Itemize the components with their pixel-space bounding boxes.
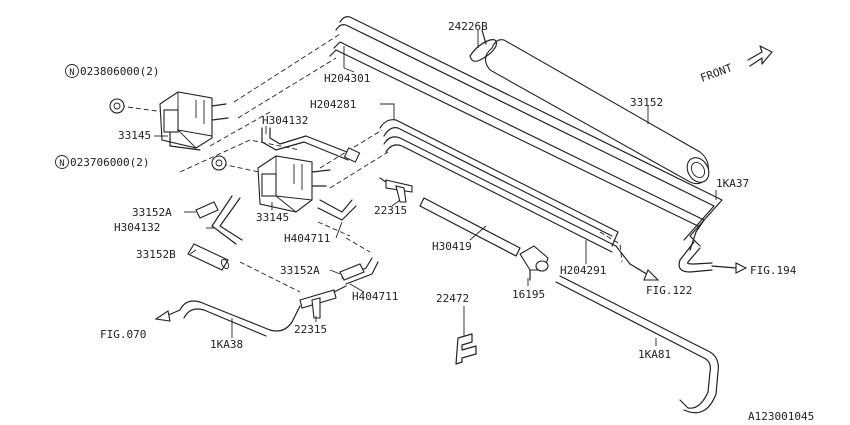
- hose-h304132-left[interactable]: [211, 195, 237, 245]
- hose-1ka81[interactable]: [555, 281, 711, 409]
- hose-h204281[interactable]: [379, 119, 619, 247]
- label-24226b: 24226B: [448, 20, 488, 33]
- bracket-22472[interactable]: [455, 333, 477, 365]
- label-h304132-top: H304132: [262, 114, 308, 127]
- hose-1ka38-inner: [183, 308, 267, 337]
- leader-dash-7: [239, 261, 301, 293]
- leader-h204281: [380, 103, 395, 120]
- leader-22315-upper: [391, 199, 401, 207]
- leader-h204301: [343, 46, 355, 73]
- label-22315-upper: 22315: [374, 204, 407, 217]
- hose-h30419[interactable]: [419, 197, 521, 257]
- label-22315-lower: 22315: [294, 323, 327, 336]
- hose-1ka81-inner: [559, 275, 719, 414]
- solenoid-valve-33145-upper[interactable]: [159, 91, 229, 151]
- front-label: FRONT: [699, 61, 735, 85]
- hose-h204301-inner: [335, 24, 715, 241]
- hose-1ka37-inner: [687, 247, 713, 265]
- arrow-fig194-head: [735, 262, 748, 274]
- svg-text:N: N: [59, 159, 64, 169]
- leader-dash-1: [233, 33, 341, 103]
- hose-h404711-lower[interactable]: [345, 261, 379, 285]
- leader-h30419: [469, 225, 487, 241]
- n-symbol-upper: N: [65, 64, 79, 78]
- n-symbol-lower: N: [55, 155, 69, 169]
- label-33145-upper: 33145: [118, 129, 151, 142]
- hose-33152b[interactable]: [187, 243, 230, 271]
- label-h204291: H204291: [560, 264, 606, 277]
- label-h30419: H30419: [432, 240, 472, 253]
- leader-h404711-upper: [335, 221, 343, 239]
- t-joint-22315-lower[interactable]: [299, 285, 347, 319]
- svg-text:N: N: [69, 68, 74, 78]
- label-33152a-lower: 33152A: [280, 264, 320, 277]
- label-bolt-023806: 023806000(2): [80, 65, 159, 78]
- label-h404711-upper: H404711: [284, 232, 330, 245]
- hose-h304132-top-inner: [269, 127, 353, 155]
- hose-h404711-upper[interactable]: [317, 205, 357, 221]
- arrow-fig070-head: [154, 310, 171, 322]
- leader-33152a-lower: [329, 269, 341, 275]
- front-arrow: [747, 45, 773, 67]
- tube-33152[interactable]: [484, 39, 713, 187]
- leader-dash-6: [329, 151, 389, 189]
- label-1ka38: 1KA38: [210, 338, 243, 351]
- hose-33152a-upper[interactable]: [195, 201, 219, 219]
- leader-dash-2: [237, 57, 337, 119]
- valve-16195[interactable]: [519, 245, 549, 281]
- connector-top: [343, 147, 361, 163]
- hose-upper-b: [329, 49, 699, 227]
- label-33152b: 33152B: [136, 248, 176, 261]
- leader-dash-8: [345, 237, 371, 253]
- label-33152a-upper: 33152A: [132, 206, 172, 219]
- label-16195: 16195: [512, 288, 545, 301]
- leader-h404711-lower: [349, 283, 365, 293]
- diagram-id: A123001045: [748, 410, 814, 423]
- label-h204281: H204281: [310, 98, 356, 111]
- leader-33152b: [189, 249, 197, 255]
- hose-h204301[interactable]: [339, 16, 723, 247]
- label-h404711-lower: H404711: [352, 290, 398, 303]
- hose-h304132-left-inner: [219, 197, 243, 241]
- hose-1ka38[interactable]: [179, 300, 301, 332]
- label-fig194: FIG.194: [750, 264, 797, 277]
- label-h304132-left: H304132: [114, 221, 160, 234]
- arrow-fig194: [711, 265, 737, 269]
- arrow-fig122-head: [643, 269, 660, 281]
- hose-upper-a[interactable]: [333, 41, 705, 251]
- label-fig122: FIG.122: [646, 284, 692, 297]
- hose-h304132-top[interactable]: [261, 127, 349, 161]
- hose-h204281-inner: [383, 127, 613, 237]
- label-1ka37: 1KA37: [716, 177, 749, 190]
- label-33152: 33152: [630, 96, 663, 109]
- bolt-upper[interactable]: [109, 98, 125, 114]
- label-1ka81: 1KA81: [638, 348, 671, 361]
- solenoid-valve-33145-lower[interactable]: [257, 155, 331, 213]
- t-joint-22315-upper[interactable]: [379, 177, 413, 203]
- leader-dash-bolt1: [119, 105, 165, 113]
- label-22472: 22472: [436, 292, 469, 305]
- clip-24226b[interactable]: [469, 29, 497, 62]
- label-33145-lower: 33145: [256, 211, 289, 224]
- hose-33152a-lower[interactable]: [339, 263, 365, 281]
- hose-1ka37[interactable]: [678, 241, 713, 273]
- hose-h204291[interactable]: [383, 136, 631, 265]
- label-fig070: FIG.070: [100, 328, 146, 341]
- leader-dash-10: [317, 221, 351, 237]
- leader-dash-9: [599, 231, 623, 263]
- hose-h204291-inner: [385, 144, 613, 253]
- bolt-lower[interactable]: [211, 155, 227, 171]
- hose-h404711-upper-inner: [319, 199, 353, 213]
- label-bolt-023706: 023706000(2): [70, 156, 149, 169]
- label-h204301: H204301: [324, 72, 370, 85]
- leader-dash-3: [209, 111, 271, 147]
- leader-dash-4: [179, 139, 301, 173]
